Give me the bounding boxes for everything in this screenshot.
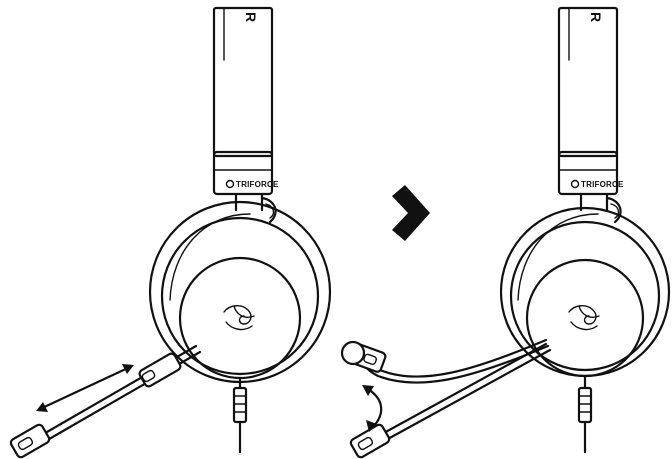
razer-logo-icon: [568, 305, 600, 331]
boom-mic-left: [9, 344, 202, 459]
double-arrow-icon: [36, 364, 134, 412]
band-logo-left: R: [243, 12, 259, 22]
boom-mic-right-lowered: [349, 342, 552, 459]
headset-right: R TRIFORCE: [340, 6, 671, 459]
slider-housing-right: TRIFORCE: [557, 150, 624, 196]
boom-mic-right-raised: [340, 338, 550, 384]
ear-cup-left: [148, 200, 332, 384]
cable-left: [232, 376, 248, 454]
razer-logo-icon: [223, 305, 255, 331]
band-logo-right: R: [588, 12, 604, 22]
headband-right: R: [557, 6, 619, 158]
headset-left: R TRIFORCE: [9, 6, 332, 459]
headband-left: R: [212, 6, 274, 158]
brand-text-left: TRIFORCE: [236, 180, 279, 189]
curved-double-arrow-icon: [362, 385, 383, 432]
ear-cup-right: [499, 206, 671, 378]
slider-housing-left: TRIFORCE: [212, 150, 279, 196]
chevron-right-icon: [392, 185, 430, 241]
brand-text-right: TRIFORCE: [581, 180, 624, 189]
cable-right: [577, 374, 593, 454]
